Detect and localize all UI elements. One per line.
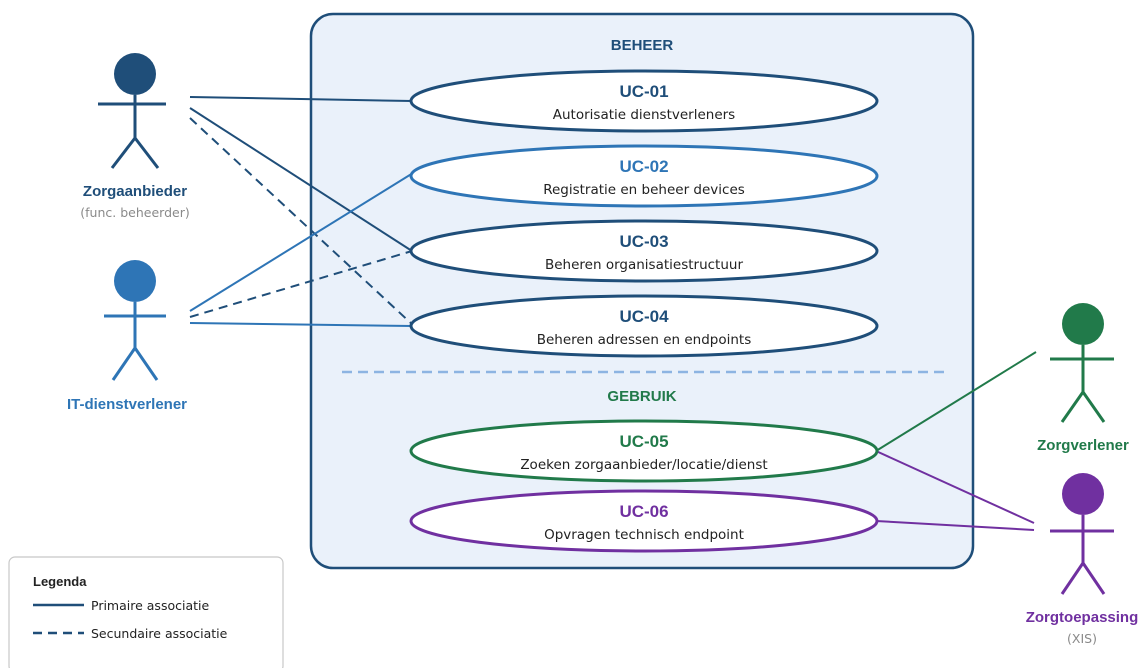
actor-name: Zorgverlener — [1037, 437, 1129, 454]
actor-subtitle: (func. beheerder) — [80, 205, 189, 220]
actor-name: Zorgtoepassing — [1026, 609, 1139, 626]
use-case-uc03[interactable]: UC-03 Beheren organisatiestructuur — [409, 219, 879, 283]
use-case-id: UC-06 — [619, 502, 668, 521]
use-case-id: UC-03 — [619, 232, 668, 251]
actor-zorgaanbieder[interactable]: Zorgaanbieder (func. beheerder) — [80, 53, 190, 220]
actor-zorgverlener[interactable]: Zorgverlener — [1037, 303, 1129, 454]
use-case-uc04[interactable]: UC-04 Beheren adressen en endpoints — [409, 294, 879, 358]
use-case-id: UC-02 — [619, 157, 668, 176]
use-case-uc01[interactable]: UC-01 Autorisatie dienstverleners — [409, 69, 879, 133]
section-title-beheer: BEHEER — [611, 37, 674, 54]
stick-figure-icon — [1050, 303, 1114, 423]
association-it-uc03-secondary — [189, 250, 413, 318]
use-case-uc02[interactable]: UC-02 Registratie en beheer devices — [409, 144, 879, 208]
actor-zorgtoepassing[interactable]: Zorgtoepassing (XIS) — [1026, 473, 1139, 646]
use-case-title: Registratie en beheer devices — [543, 182, 745, 198]
use-case-id: UC-04 — [619, 307, 669, 326]
use-case-title: Zoeken zorgaanbieder/locatie/dienst — [520, 457, 767, 473]
use-case-title: Autorisatie dienstverleners — [553, 107, 735, 123]
stick-figure-icon — [1050, 473, 1114, 595]
use-case-title: Beheren adressen en endpoints — [537, 332, 752, 348]
use-case-title: Opvragen technisch endpoint — [544, 527, 744, 543]
associations — [189, 96, 1037, 531]
stick-figure-icon — [98, 53, 166, 169]
association-it-uc02 — [189, 172, 414, 312]
legend-secondary-label: Secundaire associatie — [91, 626, 228, 641]
use-case-id: UC-05 — [619, 432, 668, 451]
association-zorgverlener-uc05 — [875, 351, 1037, 452]
use-case-uc05[interactable]: UC-05 Zoeken zorgaanbieder/locatie/diens… — [409, 419, 879, 483]
use-case-title: Beheren organisatiestructuur — [545, 257, 743, 273]
actor-it-dienstverlener[interactable]: IT-dienstverlener — [67, 260, 187, 413]
association-zorgtoepassing-uc06 — [875, 520, 1035, 531]
actor-subtitle: (XIS) — [1067, 631, 1097, 646]
association-zorgtoepassing-uc05 — [875, 450, 1035, 524]
legend-box — [8, 556, 284, 668]
actor-name: IT-dienstverlener — [67, 396, 187, 413]
association-zorgaanbieder-uc01 — [189, 96, 413, 102]
association-zorgaanbieder-uc04-secondary — [189, 117, 415, 327]
association-zorgaanbieder-uc03 — [189, 107, 413, 252]
section-title-gebruik: GEBRUIK — [607, 388, 676, 405]
actor-name: Zorgaanbieder — [83, 183, 187, 200]
legend: Legenda Primaire associatie Secundaire a… — [8, 556, 284, 668]
use-case-uc06[interactable]: UC-06 Opvragen technisch endpoint — [409, 489, 879, 553]
use-case-id: UC-01 — [619, 82, 668, 101]
stick-figure-icon — [104, 260, 166, 381]
legend-primary-label: Primaire associatie — [91, 598, 209, 613]
legend-title: Legenda — [33, 574, 87, 589]
association-it-uc04 — [189, 322, 413, 327]
